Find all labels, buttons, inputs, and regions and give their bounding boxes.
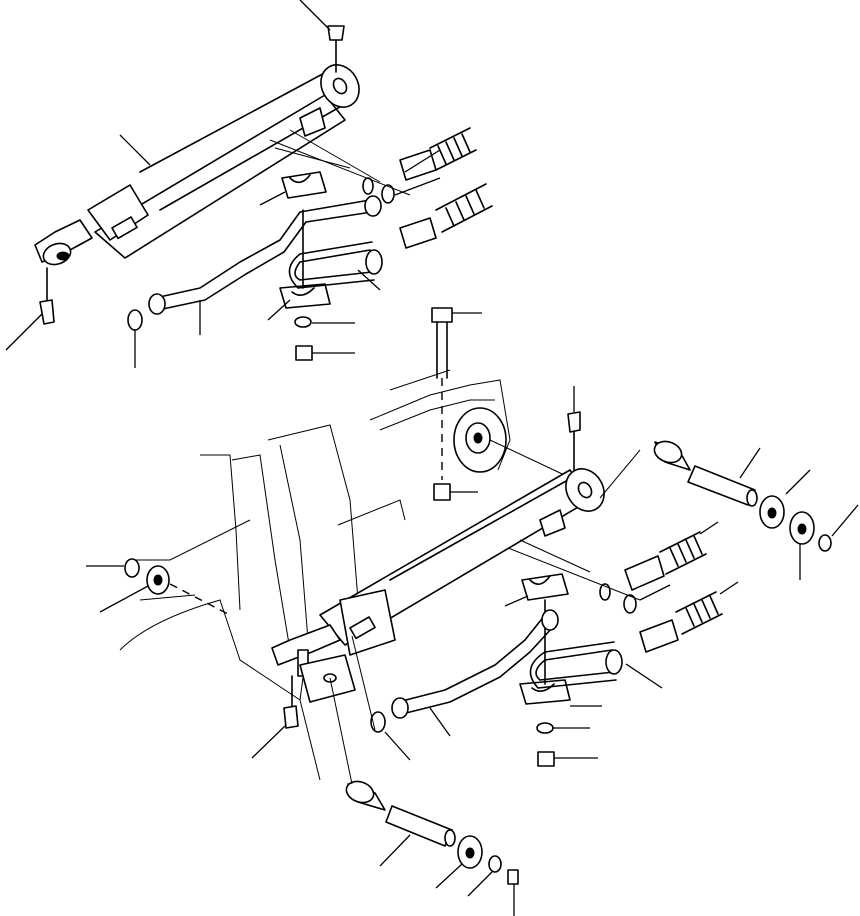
lower-snap-ring-right (818, 504, 859, 552)
upper-cylinder-assembly (5, 0, 493, 368)
mounting-bolt (431, 307, 482, 480)
upper-hose-fitting-2 (399, 183, 493, 249)
lower-washer (536, 722, 554, 734)
lower-cylinder (271, 468, 605, 703)
lower-grease-fitting-rod (251, 675, 299, 759)
lower-pivot-pin-right (687, 447, 761, 507)
upper-bolt (295, 345, 313, 361)
lower-bushing-right (653, 440, 691, 471)
upper-hose-clamp-top (281, 171, 327, 199)
lower-pivot-pin-bottom (379, 805, 456, 867)
lower-hose-clamp-bottom (519, 679, 602, 707)
upper-hose-clamp-bottom (279, 209, 331, 309)
mounting-nut (433, 483, 478, 501)
lower-cylinder-assembly (86, 386, 859, 916)
lower-grease-fitting-top (567, 386, 581, 471)
upper-o-ring-tube (127, 309, 143, 331)
lower-snap-ring-bottom (467, 855, 502, 897)
upper-cylinder (34, 64, 360, 266)
lower-hose-clamp-top (504, 573, 569, 607)
lower-thrust-washer-right-1 (759, 469, 811, 529)
lower-o-ring-2 (623, 594, 637, 614)
upper-o-ring-2 (381, 184, 395, 204)
lower-hydraulic-tube (391, 609, 559, 737)
lower-grease-fitting-bottom (507, 869, 519, 916)
upper-hose-fitting-1 (399, 127, 477, 181)
lower-bolt (537, 751, 555, 767)
upper-u-hose (288, 241, 383, 289)
upper-grease-fitting-rod (39, 267, 55, 325)
lower-thrust-washer-bottom (435, 835, 483, 889)
lower-bushing-bottom (345, 780, 386, 811)
upper-hydraulic-tube (148, 195, 382, 315)
lower-thrust-washer-left (99, 565, 170, 613)
lower-snap-ring-left (86, 558, 140, 578)
upper-washer (294, 316, 312, 328)
lower-u-hose (529, 641, 663, 689)
loader-frame (119, 369, 576, 781)
lower-hose-fitting-2 (639, 581, 739, 653)
upper-grease-fitting-top (327, 25, 345, 73)
lower-thrust-washer-right-2 (789, 511, 815, 580)
lower-o-ring-1 (599, 583, 611, 601)
lower-hose-fitting-1 (624, 521, 719, 591)
